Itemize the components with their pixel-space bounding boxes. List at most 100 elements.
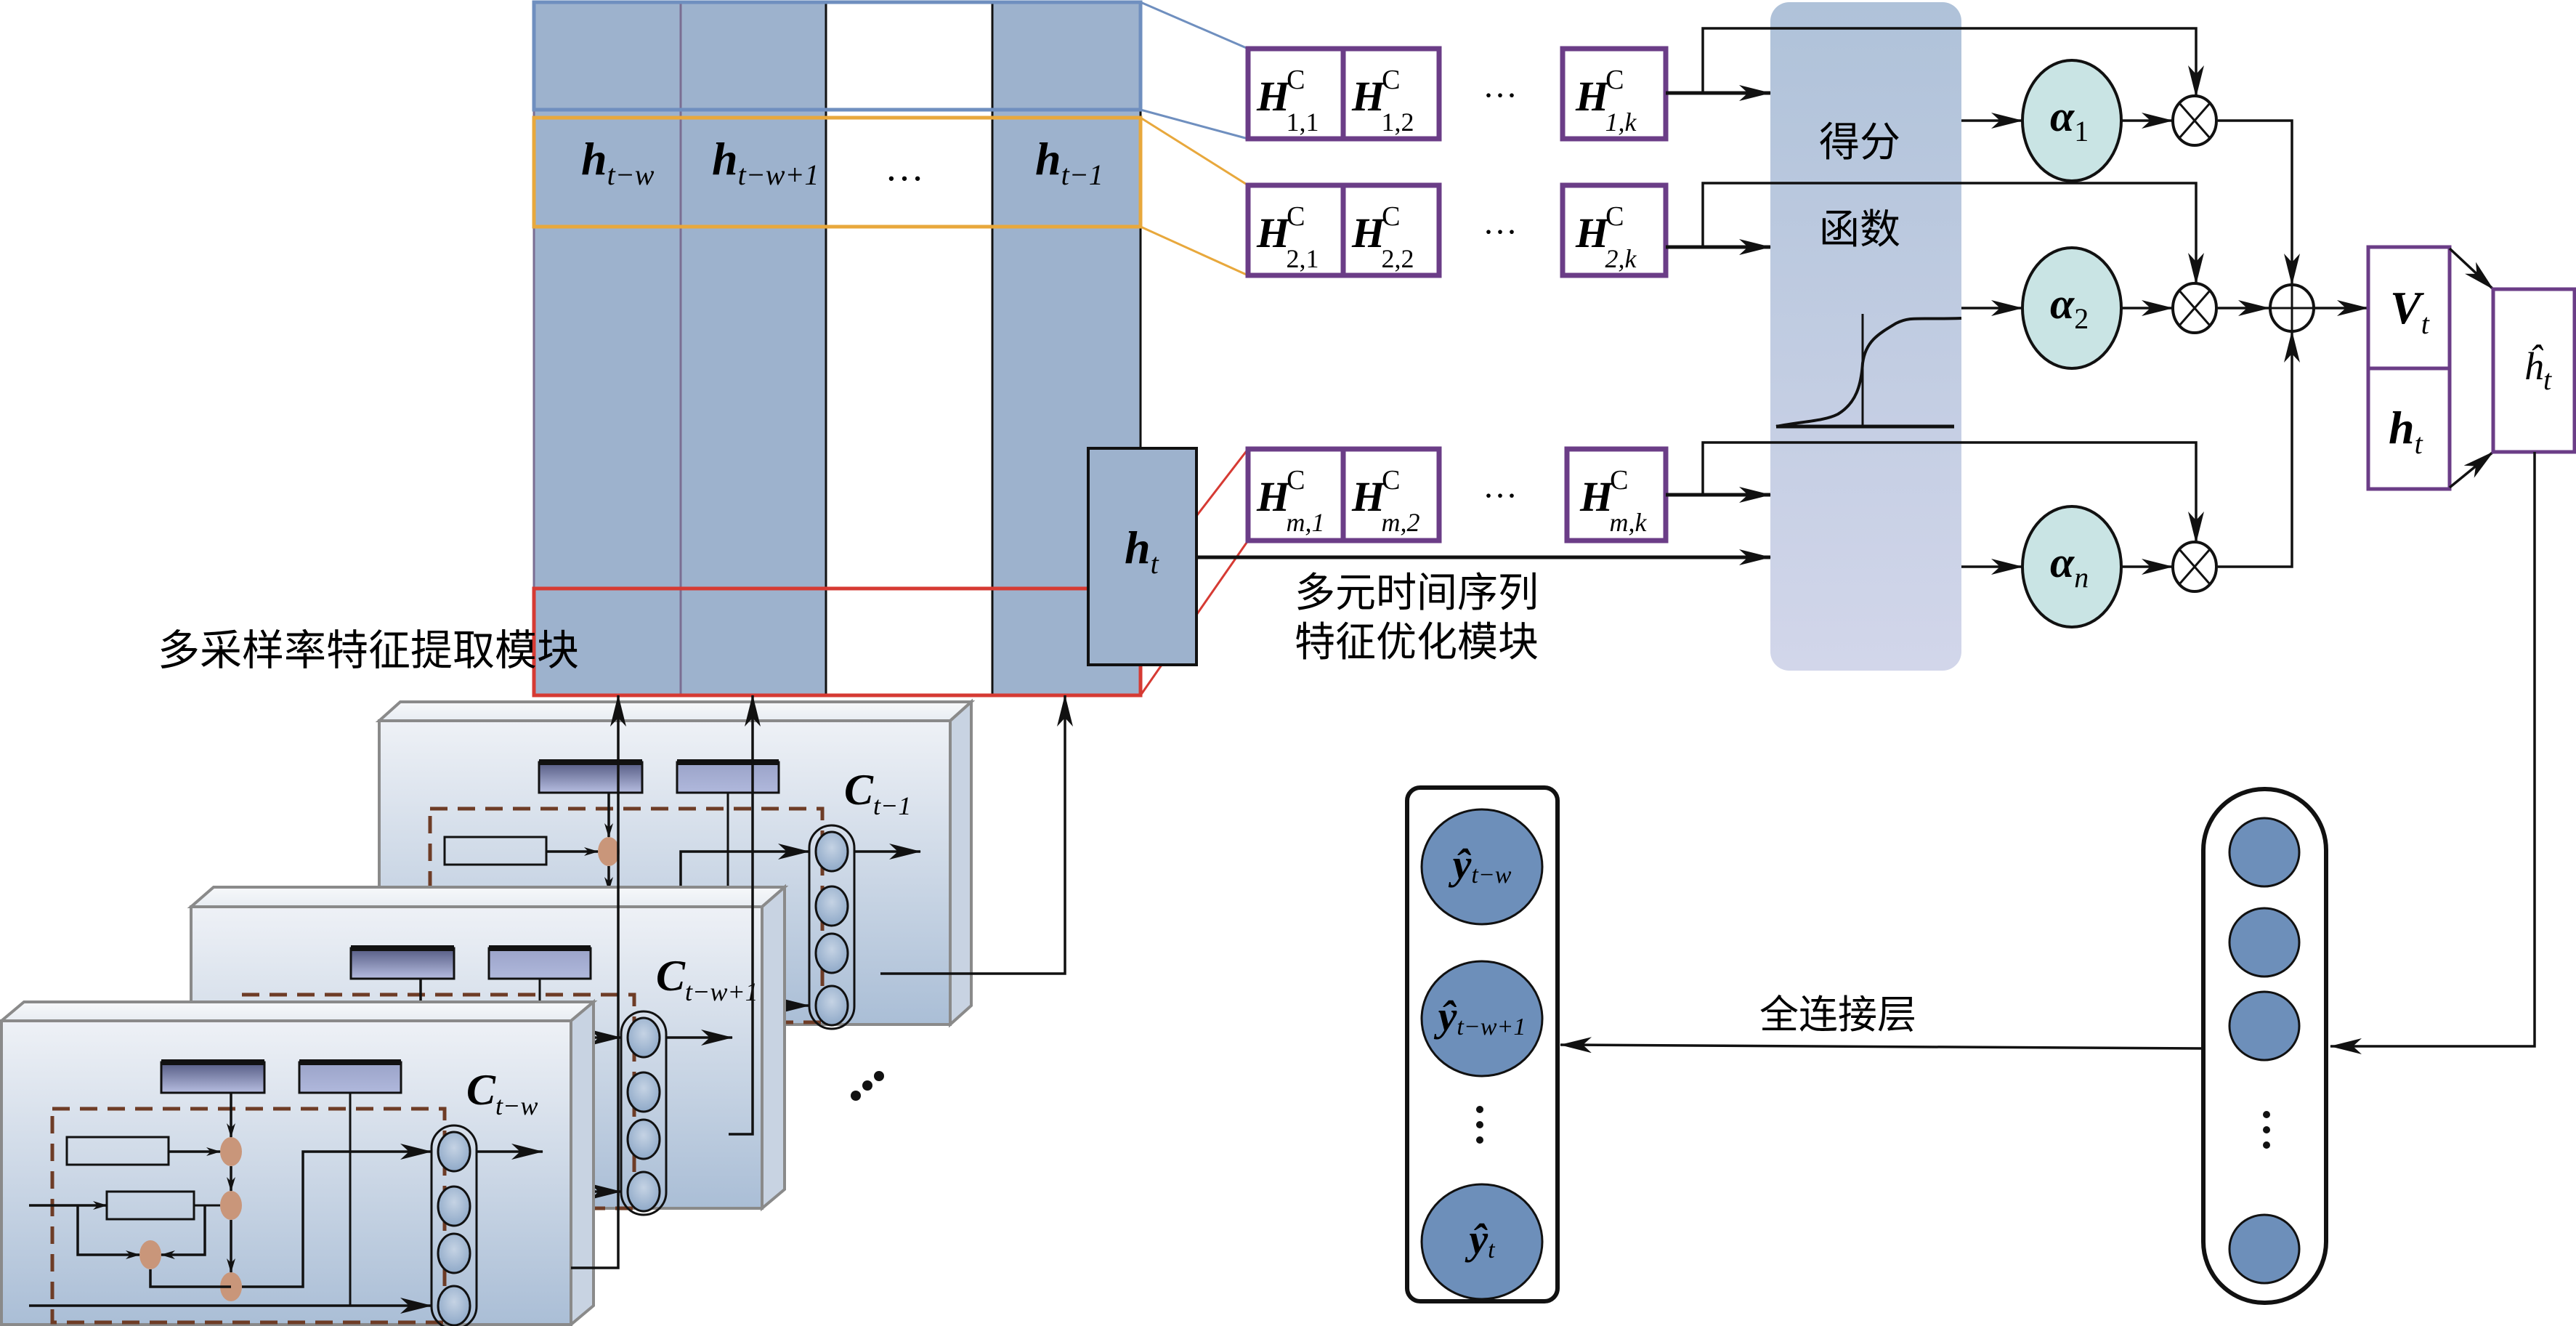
feature-optimization-label-line1: 多元时间序列 <box>1295 570 1539 617</box>
gate-node <box>598 837 620 866</box>
matrix-label-ellipsis: … <box>885 145 924 189</box>
attention-weight-2: α2 <box>1961 246 2218 370</box>
gate-node <box>220 1137 242 1166</box>
current-hidden-state: ht <box>1087 447 1198 666</box>
matrix-column-2 <box>681 2 826 695</box>
sum-node <box>2218 119 2369 568</box>
sigmoid-curve-icon <box>1775 314 1962 429</box>
gate-block <box>538 761 644 794</box>
matrix-label-1: ht−w <box>581 133 655 191</box>
svg-text:ht: ht <box>1125 522 1159 580</box>
attention-weight-3: αn <box>1961 505 2218 628</box>
row-highlight-1 <box>532 0 1143 112</box>
cell-state-label: Ct−1 <box>844 766 911 820</box>
score-function-band <box>1770 2 1961 671</box>
lstm-card-3: Ct−w <box>0 998 598 1326</box>
alpha-label: α1 <box>2050 92 2089 147</box>
conv-feature-cell-last <box>1560 182 1669 278</box>
cell-state-label: Ct−w+1 <box>656 952 758 1006</box>
stack-ellipsis <box>851 1071 884 1101</box>
hidden-vector-box <box>2366 366 2452 491</box>
lstm-neuron <box>437 1131 471 1173</box>
ellipsis-dot <box>2263 1126 2270 1133</box>
matrix-label-last: ht−1 <box>1035 133 1103 191</box>
lstm-neuron <box>814 830 849 873</box>
hidden-state-matrix: ht−w ht−w+1 … ht−1 <box>532 0 1143 698</box>
prediction-label: ŷt−w <box>1449 841 1512 889</box>
lstm-to-matrix-arrows <box>571 695 1073 1269</box>
gate-block <box>487 947 592 980</box>
ellipsis-dot <box>1476 1106 1483 1113</box>
dense-layer <box>2201 787 2328 1305</box>
alpha-label: α2 <box>2050 280 2089 335</box>
ellipsis-dot <box>2263 1141 2270 1149</box>
score-function: 得分 函数 <box>1770 2 1962 671</box>
score-input-arrows <box>1196 27 2204 565</box>
lstm-neuron <box>626 1118 661 1160</box>
prediction-label: ŷt <box>1465 1216 1496 1264</box>
conv-row-ellipsis: ··· <box>1483 477 1518 515</box>
feature-extraction-label: 多采样率特征提取模块 <box>158 626 579 675</box>
dense-neuron <box>2228 990 2301 1062</box>
cell-state-label: Ct−w <box>466 1066 538 1120</box>
lstm-neuron <box>626 1016 661 1059</box>
score-function-label-1: 得分 <box>1819 119 1900 166</box>
lstm-output-capsule <box>808 824 856 1030</box>
row-highlight-2 <box>532 116 1143 229</box>
attention-weights: α1 α2 αn <box>1961 59 2218 628</box>
conv-feature-cell <box>1245 46 1346 142</box>
conv-row-ellipsis: ··· <box>1483 76 1518 115</box>
concat-vector: Vt ht <box>2366 245 2495 491</box>
lstm-output-capsule <box>430 1124 478 1326</box>
svg-text:ĥt: ĥt <box>2524 344 2552 396</box>
lstm-neuron <box>814 885 849 927</box>
conv-feature-cell <box>1340 446 1442 543</box>
lstm-output-capsule <box>620 1010 668 1216</box>
dense-neuron <box>2228 907 2301 978</box>
prediction-output: ŷt <box>1420 1183 1544 1301</box>
lstm-neuron <box>626 1171 661 1213</box>
feature-optimization-label-line2: 特征优化模块 <box>1295 619 1539 666</box>
output-hidden-state: ĥt <box>2330 287 2576 1054</box>
dense-neuron <box>2228 1213 2301 1285</box>
gate-node <box>220 1191 242 1220</box>
conv-feature-cell-last <box>1560 46 1669 142</box>
lstm-neuron <box>437 1232 471 1274</box>
gate-block <box>349 947 455 980</box>
attention-weight-1: α1 <box>1961 59 2218 182</box>
alpha-label: αn <box>2050 538 2089 594</box>
lstm-neuron <box>626 1071 661 1113</box>
lstm-neuron <box>437 1285 471 1326</box>
context-vector-box <box>2366 245 2452 371</box>
conv-feature-cell <box>1245 182 1346 278</box>
score-function-label-2: 函数 <box>1819 206 1900 254</box>
lstm-neuron <box>814 985 849 1027</box>
prediction-output: ŷt−w <box>1420 808 1544 926</box>
prediction-outputs: ŷt−w ŷt−w+1 ŷt <box>1405 785 1560 1303</box>
conv-row-ellipsis: ··· <box>1483 213 1518 251</box>
matrix-column-ellipsis <box>826 2 992 695</box>
ellipsis-dot <box>1476 1121 1483 1128</box>
conv-feature-cell <box>1340 182 1442 278</box>
fully-connected-arrow <box>1560 1037 2204 1054</box>
gate-block <box>676 761 780 794</box>
svg-text:Vt: Vt <box>2390 282 2430 340</box>
prediction-label: ŷt−w+1 <box>1434 993 1526 1040</box>
gate-block <box>298 1061 402 1094</box>
matrix-label-2: ht−w+1 <box>712 133 819 191</box>
prediction-output: ŷt−w+1 <box>1420 960 1544 1078</box>
gate-node <box>139 1240 161 1269</box>
gate-block <box>160 1061 266 1094</box>
